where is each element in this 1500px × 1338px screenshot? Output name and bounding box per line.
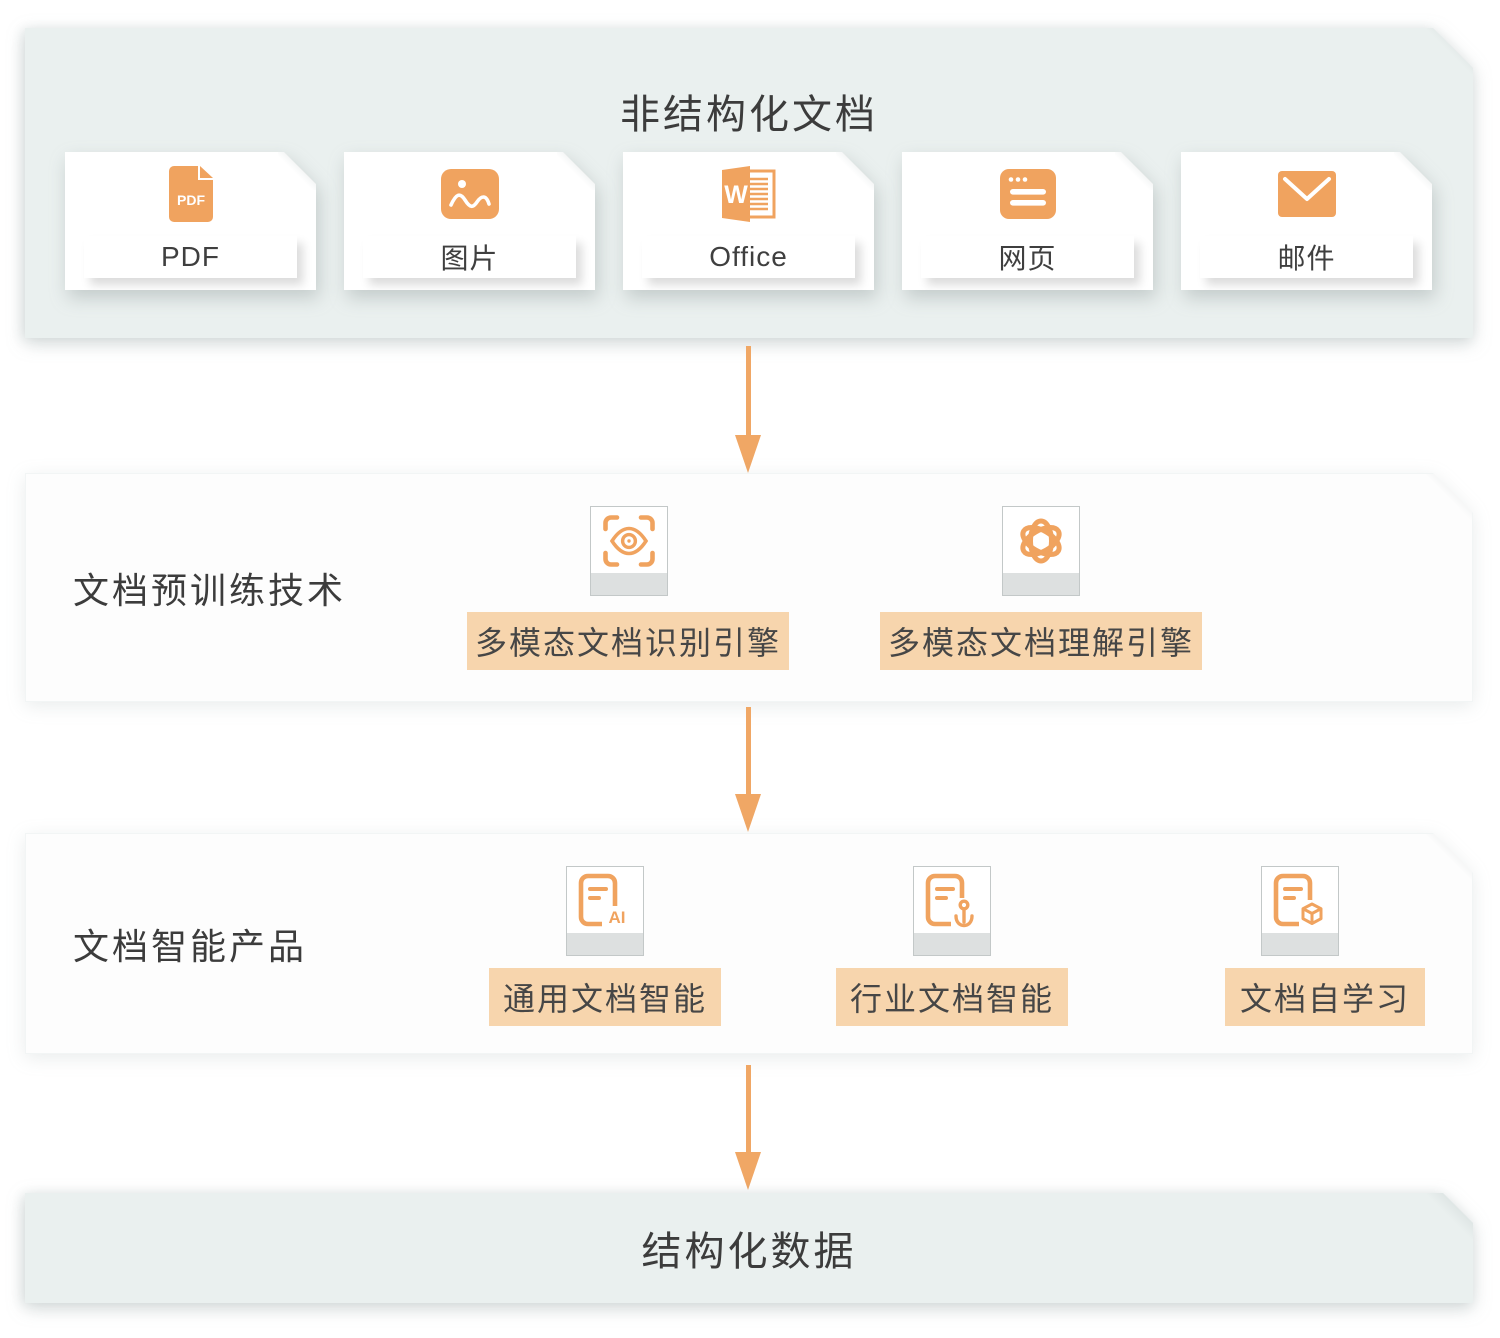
- eye-scan-icon-box: [590, 506, 668, 596]
- structured-data-title: 结构化数据: [641, 1230, 857, 1274]
- eye-scan-icon: [602, 507, 656, 575]
- document-card-office: W Office: [623, 152, 874, 290]
- picture-icon: [344, 160, 595, 228]
- pretrain-section-title: 文档预训练技术: [73, 569, 347, 611]
- card-label-picture: 图片: [363, 236, 576, 278]
- panel-pretrain-technology: 文档预训练技术 多模态文档识别引擎: [25, 473, 1473, 702]
- anchor-document-icon-box: [913, 866, 991, 956]
- unstructured-documents-title: 非结构化文档: [620, 93, 878, 137]
- atom-icon: [1015, 507, 1067, 575]
- card-label-office: Office: [642, 236, 855, 278]
- tag-recognition-engine: 多模态文档识别引擎: [467, 612, 789, 670]
- anchor-document-icon: [925, 867, 979, 935]
- cube-document-icon-box: [1261, 866, 1339, 956]
- tag-general-document-ai: 通用文档智能: [489, 968, 721, 1026]
- card-label-email: 邮件: [1200, 236, 1413, 278]
- card-label-webpage: 网页: [921, 236, 1134, 278]
- svg-text:AI: AI: [609, 908, 626, 927]
- icon-box-base: [567, 933, 643, 955]
- word-document-icon: W: [623, 160, 874, 228]
- ai-document-icon: AI: [578, 867, 632, 935]
- card-label-pdf: PDF: [84, 236, 297, 278]
- document-card-pdf: PDF PDF: [65, 152, 316, 290]
- icon-box-base: [591, 573, 667, 595]
- icon-box-base: [914, 933, 990, 955]
- tag-industry-document-ai: 行业文档智能: [836, 968, 1068, 1026]
- webpage-icon: [902, 160, 1153, 228]
- flow-arrow-1: [735, 346, 761, 473]
- svg-text:PDF: PDF: [177, 192, 205, 208]
- svg-text:W: W: [724, 181, 748, 209]
- flow-arrow-3: [735, 1065, 761, 1190]
- document-card-picture: 图片: [344, 152, 595, 290]
- flow-arrow-2: [735, 707, 761, 832]
- atom-icon-box: [1002, 506, 1080, 596]
- email-icon: [1181, 160, 1432, 228]
- document-card-webpage: 网页: [902, 152, 1153, 290]
- products-section-title: 文档智能产品: [73, 925, 308, 967]
- document-card-email: 邮件: [1181, 152, 1432, 290]
- panel-unstructured-documents: 非结构化文档 PDF PDF: [25, 28, 1473, 338]
- pdf-file-icon: PDF: [65, 160, 316, 228]
- tag-understanding-engine: 多模态文档理解引擎: [880, 612, 1202, 670]
- panel-structured-data: 结构化数据: [25, 1193, 1473, 1303]
- icon-box-base: [1262, 933, 1338, 955]
- icon-box-base: [1003, 573, 1079, 595]
- panel-document-products: 文档智能产品 AI 通用文档智能: [25, 833, 1473, 1054]
- tag-document-self-learning: 文档自学习: [1225, 968, 1425, 1026]
- ai-document-icon-box: AI: [566, 866, 644, 956]
- cube-document-icon: [1273, 867, 1327, 935]
